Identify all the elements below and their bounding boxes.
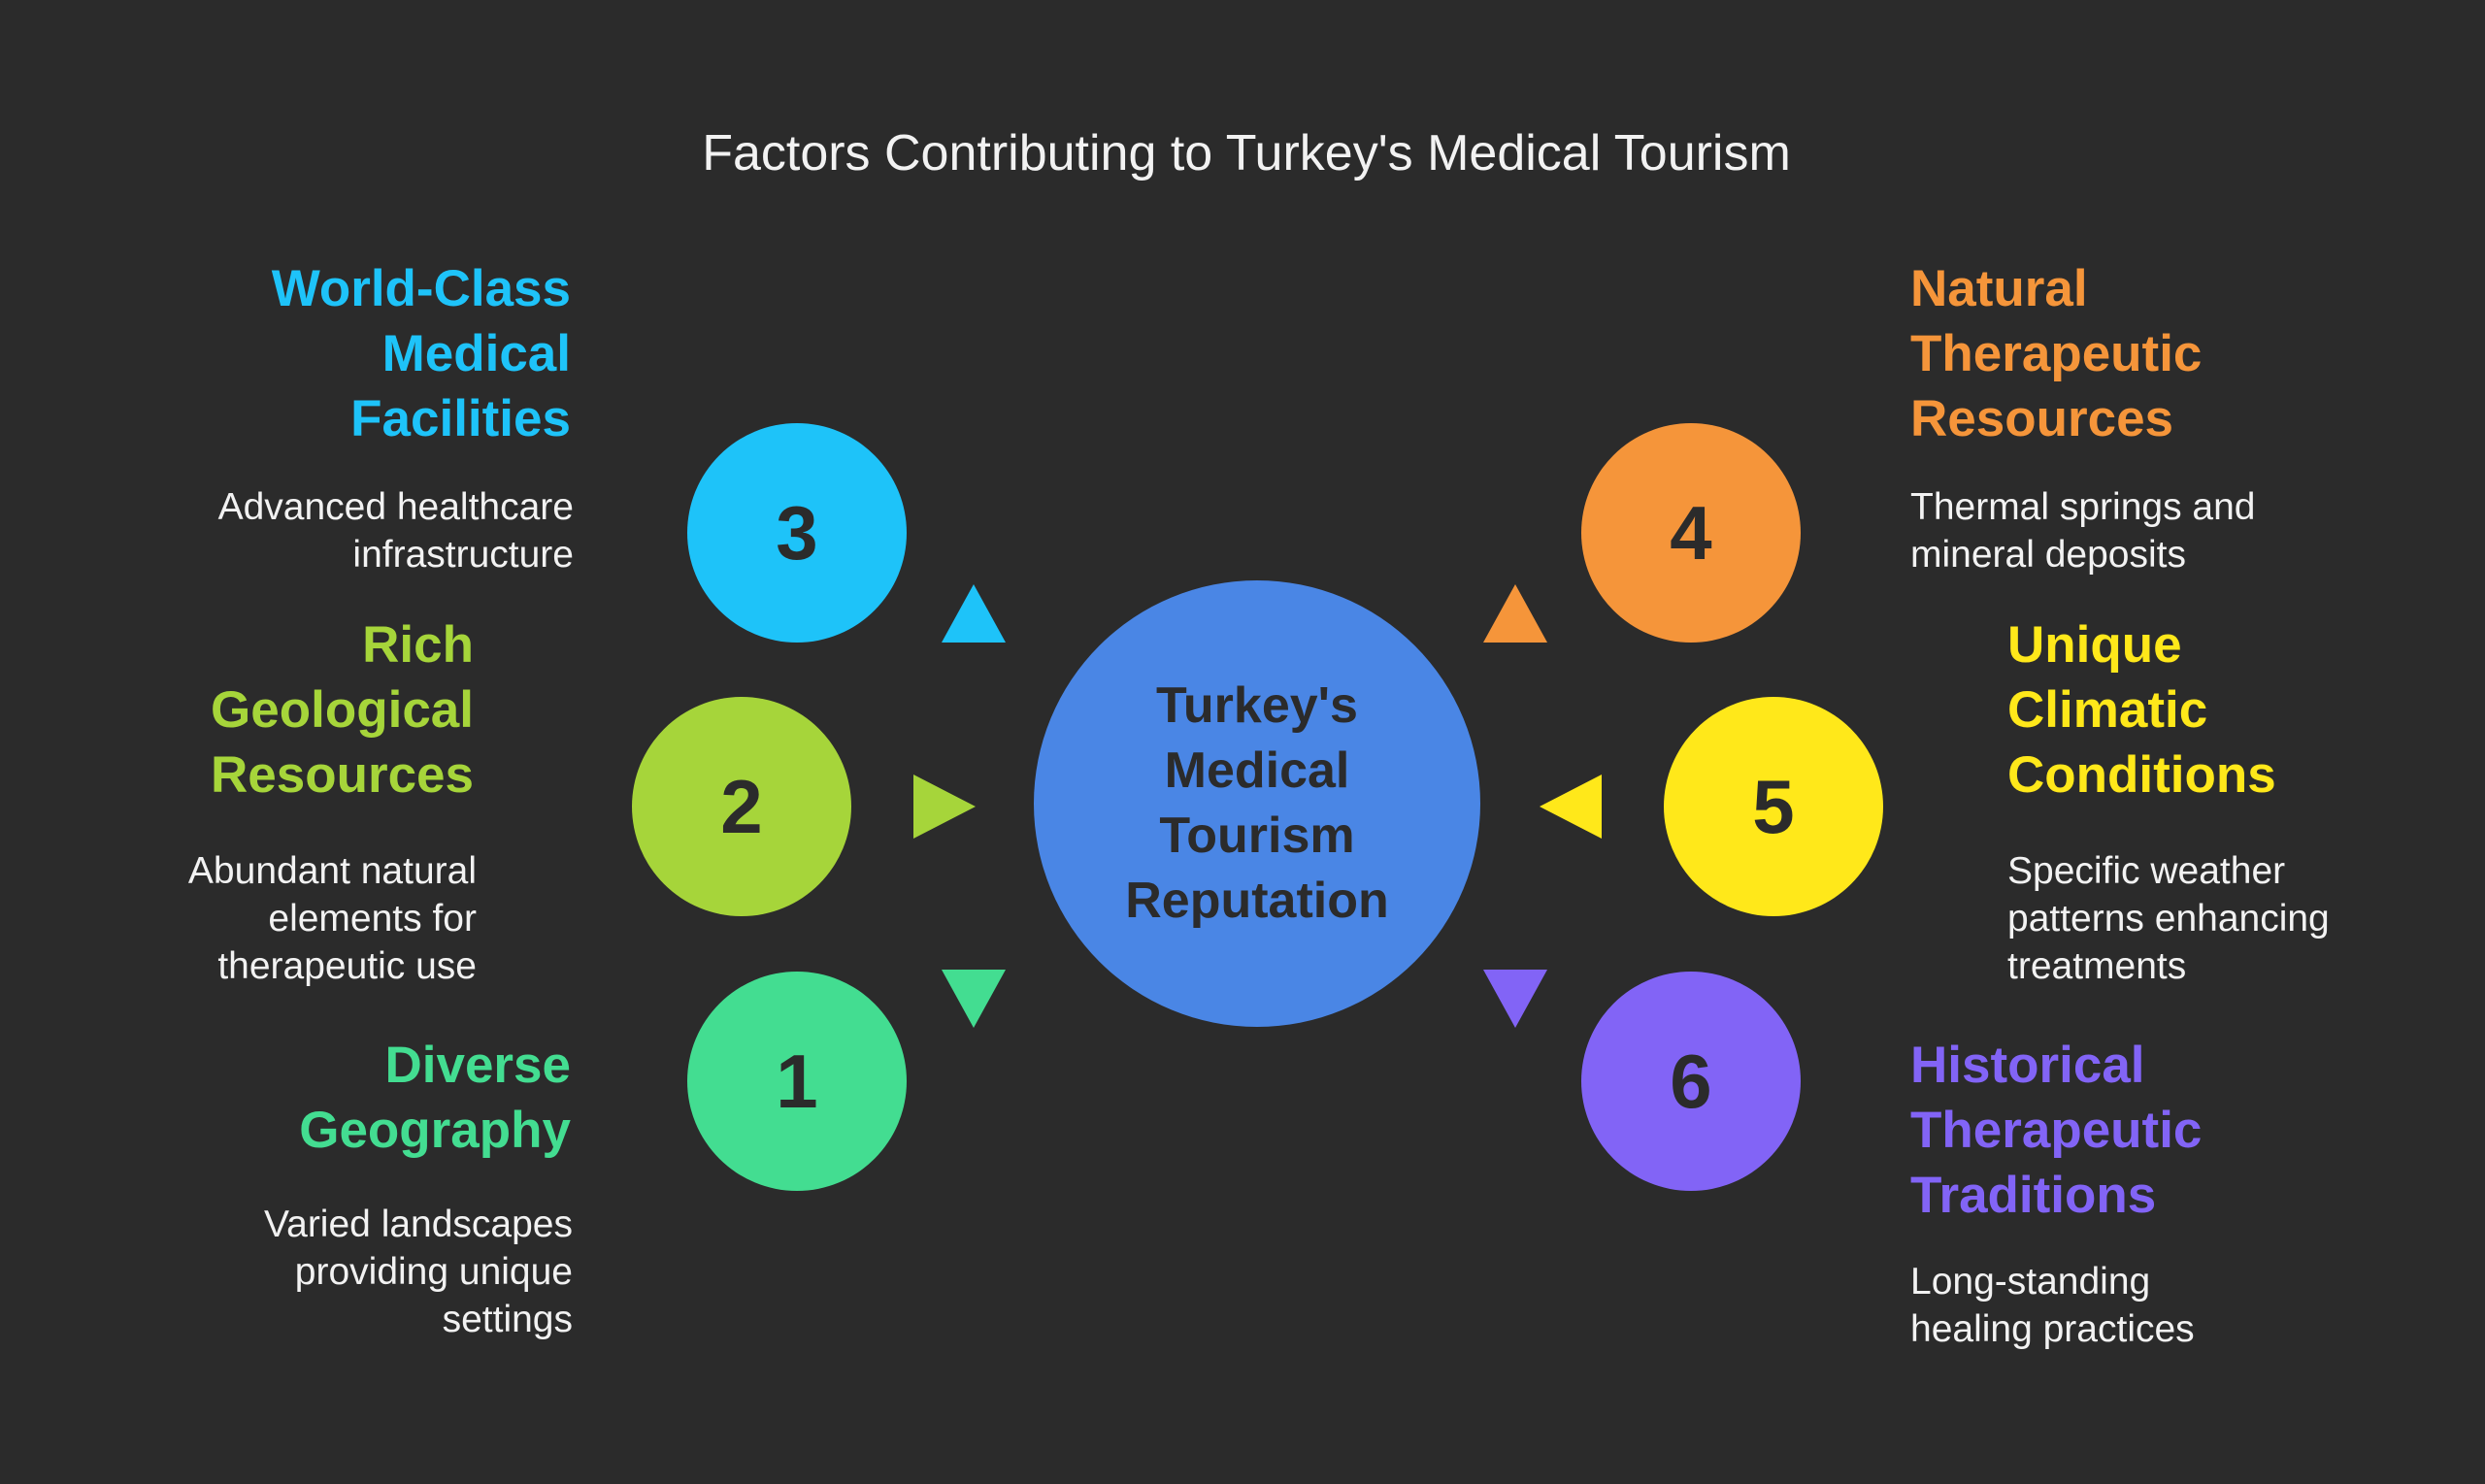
factor-description-6: Long-standing healing practices	[1910, 1261, 2195, 1350]
arrow-triangle-icon-2	[913, 775, 976, 839]
factor-heading-2: Rich Geological Resources	[210, 616, 474, 804]
factor-heading-4: Natural Therapeutic Resources	[1910, 260, 2203, 447]
factor-circle-6: 6	[1581, 972, 1801, 1191]
factor-circle-3: 3	[687, 423, 907, 643]
diagram-title: Factors Contributing to Turkey's Medical…	[702, 125, 1791, 181]
factor-circle-4: 4	[1581, 423, 1801, 643]
factor-heading-6: Historical Therapeutic Traditions	[1910, 1037, 2203, 1224]
arrow-triangle-icon-5	[1540, 775, 1602, 839]
factor-description-4: Thermal springs and mineral deposits	[1910, 486, 2256, 576]
factor-heading-1: Diverse Geography	[299, 1037, 571, 1159]
factor-description-5: Specific weather patterns enhancing trea…	[2007, 850, 2330, 987]
factor-description-2: Abundant natural elements for therapeuti…	[187, 850, 477, 987]
arrow-triangle-icon-1	[942, 970, 1006, 1028]
center-circle: Turkey's Medical Tourism Reputation	[1034, 580, 1480, 1027]
factor-heading-5: Unique Climatic Conditions	[2007, 616, 2276, 804]
factor-heading-3: World-Class Medical Facilities	[271, 260, 571, 447]
arrow-triangle-icon-6	[1483, 970, 1547, 1028]
factor-circle-5: 5	[1664, 697, 1883, 916]
factor-description-1: Varied landscapes providing unique setti…	[264, 1204, 573, 1340]
arrow-triangle-icon-3	[942, 584, 1006, 643]
arrow-triangle-icon-4	[1483, 584, 1547, 643]
factor-circle-2: 2	[632, 697, 851, 916]
factor-description-3: Advanced healthcare infrastructure	[217, 486, 574, 576]
factor-circle-1: 1	[687, 972, 907, 1191]
center-label: Turkey's Medical Tourism Reputation	[1125, 677, 1389, 929]
